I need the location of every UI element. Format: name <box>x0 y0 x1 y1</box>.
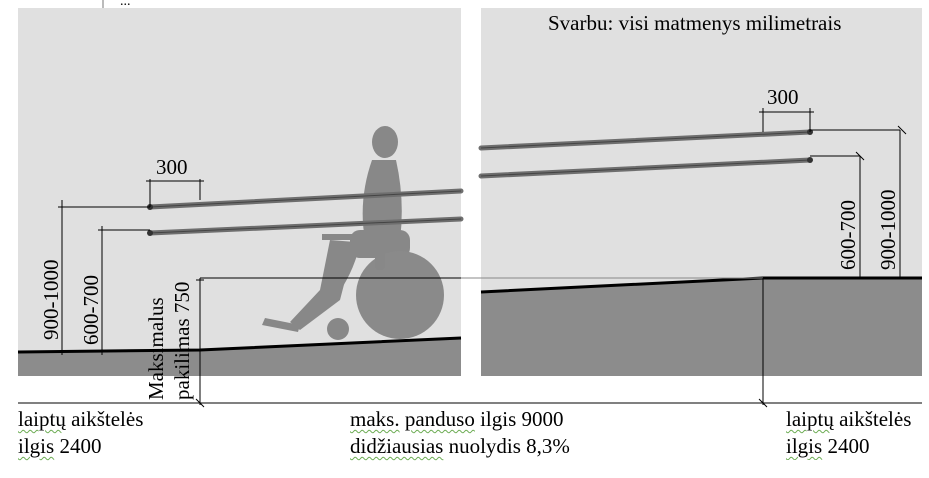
ramp-word: panduso <box>404 407 475 431</box>
left-handrail-ext-label: 300 <box>156 155 188 179</box>
right-handrail-ext-label: 300 <box>767 85 799 109</box>
left-height-outer-label: 900-1000 <box>39 260 63 341</box>
right-ground <box>481 278 922 376</box>
left-landing-word: laiptų <box>18 407 66 431</box>
right-landing-label: laiptų aikštelės ilgis 2400 <box>786 407 912 458</box>
left-ground <box>18 338 461 376</box>
right-height-outer-label: 900-1000 <box>876 190 900 271</box>
right-height-inner-label: 600-700 <box>836 200 860 270</box>
rise-label-line2: pakilimas 750 <box>170 282 194 400</box>
rise-label-line1: Maksimalus <box>144 297 168 400</box>
max-word: maks. <box>350 407 400 431</box>
slope-word: didžiausias <box>350 434 444 458</box>
left-height-inner-label: 600-700 <box>79 275 103 345</box>
ramp-length-label: maks. panduso ilgis 9000 didžiausias nuo… <box>350 407 570 458</box>
units-note: Svarbu: visi matmenys milimetrais <box>548 11 841 35</box>
left-landing-label: laiptų aikštelės ilgis 2400 <box>18 407 144 458</box>
header-fragment: ... <box>120 0 131 9</box>
right-landing-word: laiptų <box>786 407 834 431</box>
left-length-word: ilgis <box>18 434 55 458</box>
right-length-word: ilgis <box>786 434 823 458</box>
